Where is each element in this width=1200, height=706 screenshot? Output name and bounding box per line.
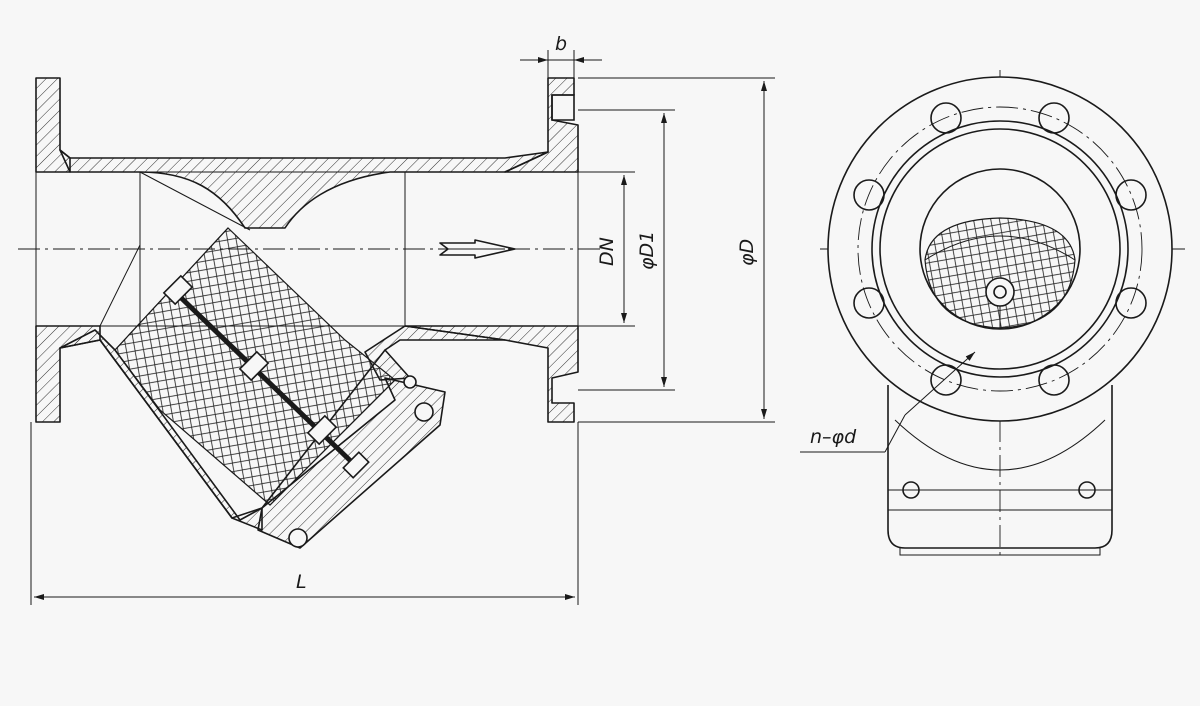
lower-body-outline <box>887 385 1113 549</box>
lower-body-curve <box>894 419 1106 471</box>
lower-bolt-left <box>902 481 920 499</box>
bolt-hole-1 <box>930 102 962 134</box>
rod-nut-3 <box>306 414 338 446</box>
cover-bolt-2 <box>288 528 308 548</box>
dim-label-d1: φD1 <box>636 231 658 270</box>
nd-leader-arrow <box>904 351 976 416</box>
seat-line <box>99 171 251 327</box>
rod-nut-2 <box>238 350 270 382</box>
bolt-hole-2 <box>1038 102 1070 134</box>
dim-label-b: b <box>555 33 567 55</box>
body-upper-wall <box>59 149 549 229</box>
dim-label-d: φD <box>736 239 758 266</box>
bolt-hole-4 <box>1115 287 1147 319</box>
cover-bolt-3 <box>403 375 417 389</box>
dimensions: b DN φD1 φD L <box>30 33 775 605</box>
front-strainer-mesh <box>924 217 1076 329</box>
strainer-housing <box>59 227 446 549</box>
body-lower-wall <box>364 325 506 381</box>
nd-leader-diag <box>884 414 906 453</box>
front-center-nut <box>985 277 1015 307</box>
bolt-hole-6 <box>930 364 962 396</box>
cover-bolt-1 <box>414 402 434 422</box>
rod-nut-1 <box>162 274 194 306</box>
front-end-view: n–φd <box>800 70 1185 560</box>
bolt-hole-3 <box>1115 179 1147 211</box>
bolt-hole-7 <box>853 287 885 319</box>
rod-nut-4 <box>342 451 370 479</box>
lower-bolt-right <box>1078 481 1096 499</box>
front-basket-rim <box>924 235 1076 261</box>
lower-body-flange-line <box>888 489 1112 556</box>
dim-label-dn: DN <box>596 237 618 266</box>
side-section-view <box>18 77 600 549</box>
bolt-circle <box>857 106 1143 392</box>
dim-label-nd: n–φd <box>810 426 857 448</box>
housing-wall <box>59 329 263 531</box>
right-flange-bolt-hole-upper <box>551 94 575 121</box>
bolt-hole-8 <box>853 179 885 211</box>
center-rod <box>173 290 362 472</box>
front-flange-inner-ring <box>879 128 1121 370</box>
front-bore <box>919 168 1081 330</box>
front-center-rod <box>993 285 1007 299</box>
right-flange-lower <box>404 325 579 423</box>
flow-direction-arrow <box>439 239 516 259</box>
bolt-hole-5 <box>1038 364 1070 396</box>
front-flange-raised-face <box>871 120 1129 378</box>
dim-label-l: L <box>296 571 307 593</box>
